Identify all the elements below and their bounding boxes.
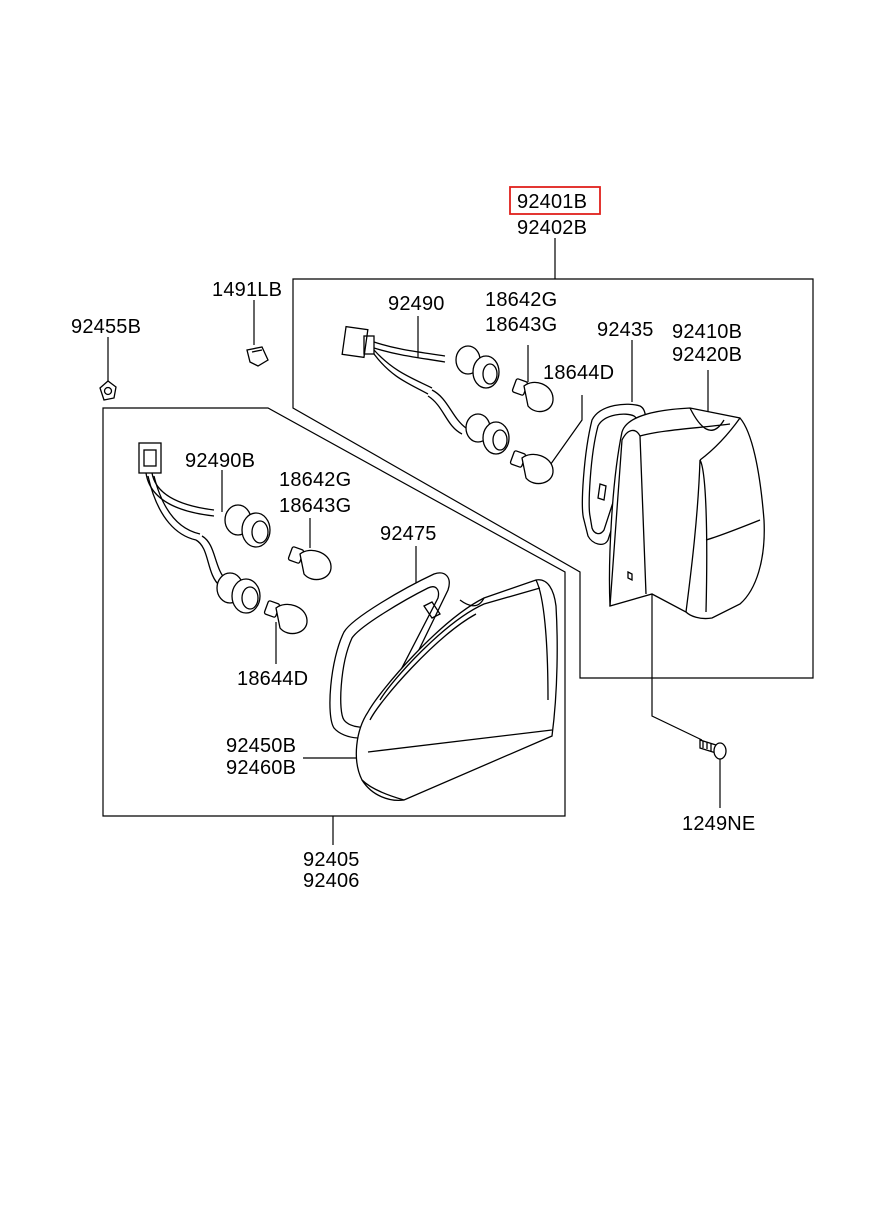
- part-label-92490[interactable]: 92490: [388, 293, 445, 315]
- part-label-92405[interactable]: 92405: [303, 849, 360, 871]
- part-label-18644d[interactable]: 18644D: [543, 362, 614, 384]
- lamp-housing-icon: [608, 407, 765, 620]
- screw-icon: [699, 739, 727, 760]
- part-label-92475[interactable]: 92475: [380, 523, 437, 545]
- bulb-icon: [511, 378, 554, 413]
- part-label-92410b[interactable]: 92410B: [672, 321, 742, 343]
- part-label-1491lb[interactable]: 1491LB: [212, 279, 282, 301]
- right-assembly-box: [292, 278, 814, 679]
- clip-nut-icon: [99, 380, 117, 401]
- bulb-icon: [509, 450, 554, 485]
- rivet-nut-icon: [246, 346, 269, 367]
- bulb-icon: [287, 546, 332, 581]
- part-label-92490b[interactable]: 92490B: [185, 450, 255, 472]
- wiring-harness-icon: [341, 325, 510, 455]
- part-label-92450b[interactable]: 92450B: [226, 735, 296, 757]
- part-label-92402b[interactable]: 92402B: [517, 217, 587, 239]
- left-assembly-box: [102, 407, 566, 817]
- leader-18644d-a: [547, 395, 583, 469]
- part-label-18643g[interactable]: 18643G: [485, 314, 557, 336]
- part-label-18642g[interactable]: 18642G: [279, 469, 351, 491]
- part-label-92406[interactable]: 92406: [303, 870, 360, 892]
- part-label-92455b[interactable]: 92455B: [71, 316, 141, 338]
- part-label-18642g[interactable]: 18642G: [485, 289, 557, 311]
- part-label-92420b[interactable]: 92420B: [672, 344, 742, 366]
- part-label-1249ne[interactable]: 1249NE: [682, 813, 755, 835]
- bulb-icon: [263, 600, 308, 635]
- selected-part-highlight: [509, 186, 601, 215]
- part-label-92435[interactable]: 92435: [597, 319, 654, 341]
- part-label-18644d[interactable]: 18644D: [237, 668, 308, 690]
- wiring-harness-icon: [138, 442, 271, 614]
- part-label-92401b[interactable]: 92401B: [517, 191, 587, 213]
- part-label-18643g[interactable]: 18643G: [279, 495, 351, 517]
- part-label-92460b[interactable]: 92460B: [226, 757, 296, 779]
- rear-lamp-icon: [355, 579, 558, 802]
